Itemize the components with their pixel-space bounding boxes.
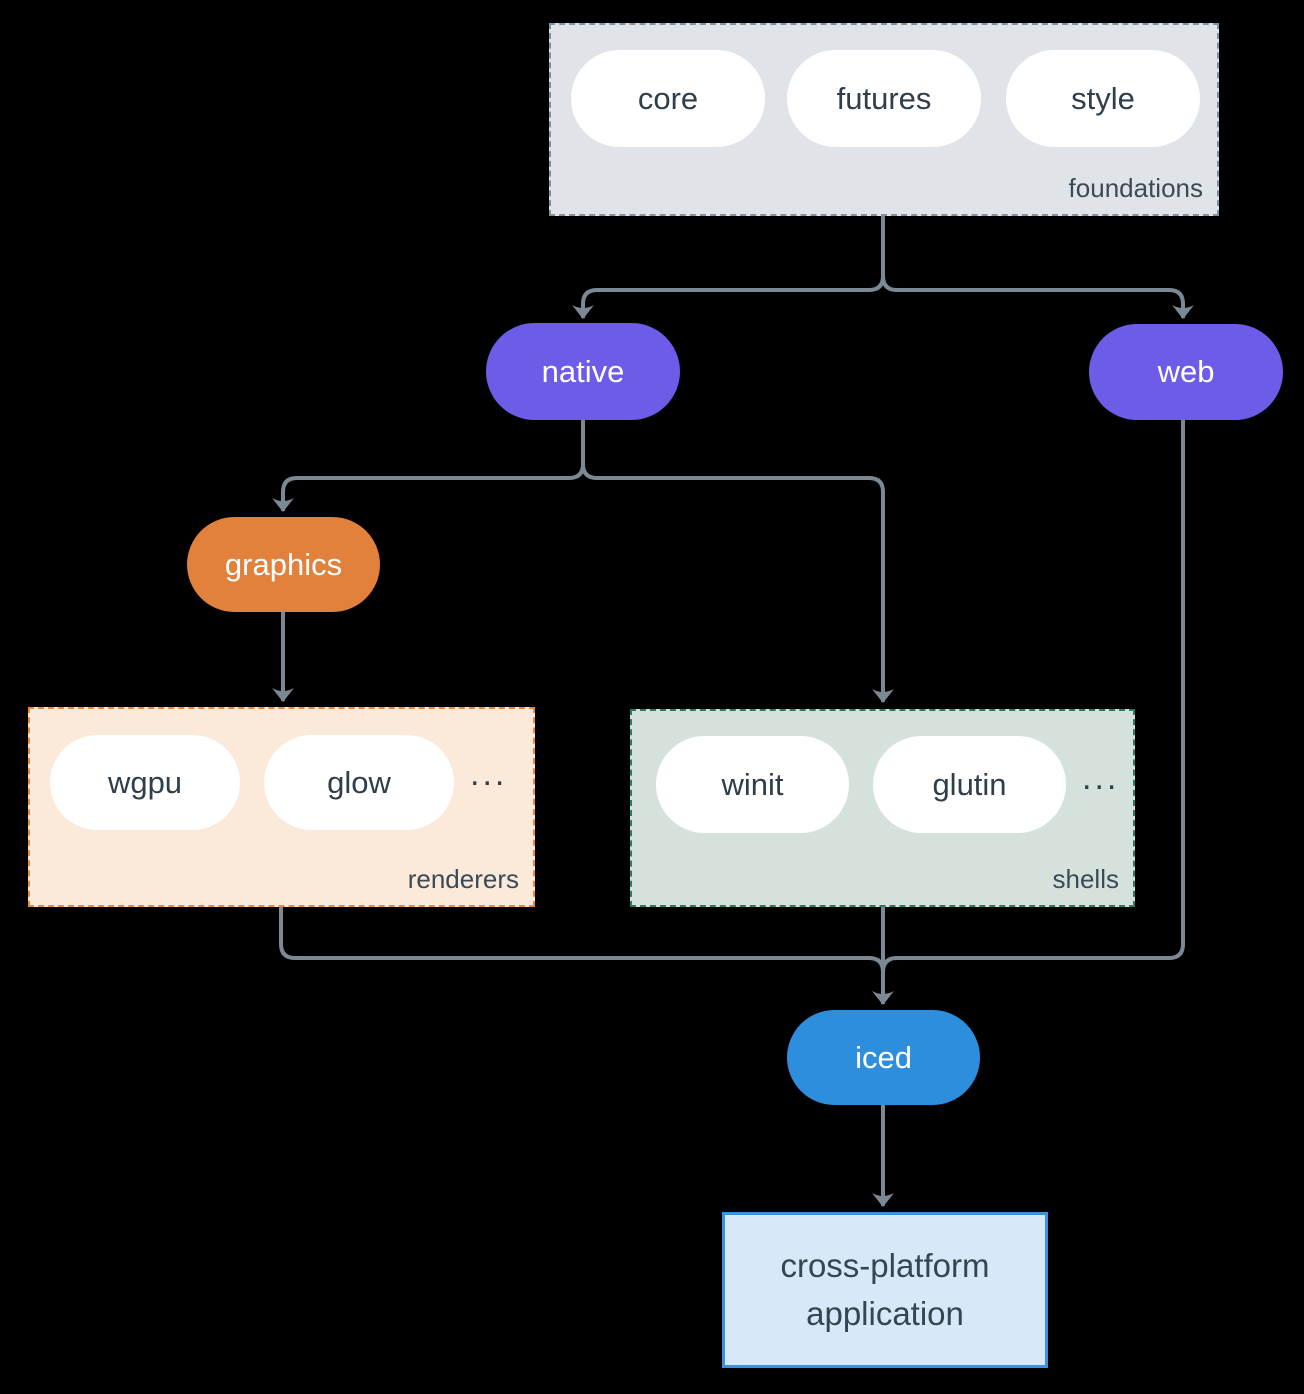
group-renderers-label: renderers — [407, 864, 519, 894]
node-web-pill: web — [1089, 324, 1283, 420]
group-foundations: core futures style foundations — [549, 23, 1219, 216]
node-winit-label: winit — [721, 766, 784, 802]
node-glow-label: glow — [327, 764, 391, 800]
edge-renderers-merge — [279, 907, 885, 973]
group-renderers: wgpu glow ... renderers — [28, 707, 535, 907]
node-wgpu-label: wgpu — [107, 764, 183, 800]
node-style-pill: style — [1006, 50, 1200, 147]
group-shells-label: shells — [1052, 864, 1119, 894]
node-glutin-label: glutin — [932, 766, 1007, 802]
node-iced-label: iced — [855, 1039, 912, 1075]
node-futures-label: futures — [836, 80, 932, 116]
node-glutin-pill: glutin — [873, 736, 1066, 833]
node-futures-pill: futures — [787, 50, 981, 147]
node-application-box: cross-platform application — [722, 1212, 1048, 1368]
node-native-label: native — [541, 353, 625, 389]
renderers-ellipsis: ... — [470, 755, 508, 793]
shells-ellipsis: ... — [1082, 759, 1120, 797]
edge-foundations-native — [572, 216, 885, 319]
node-iced-pill: iced — [787, 1010, 980, 1105]
node-core-label: core — [637, 80, 699, 116]
node-glow-pill: glow — [264, 735, 454, 830]
node-core-pill: core — [571, 50, 765, 147]
group-foundations-label: foundations — [1068, 173, 1203, 203]
node-style-label: style — [1071, 80, 1135, 116]
node-winit-pill: winit — [656, 736, 849, 833]
edge-native-graphics — [272, 420, 585, 512]
node-web-label: web — [1157, 354, 1215, 389]
node-wgpu-pill: wgpu — [50, 735, 240, 830]
node-application-label: cross-platform application — [780, 1247, 990, 1332]
node-graphics-pill: graphics — [187, 517, 380, 612]
group-shells: winit glutin ... shells — [630, 709, 1135, 907]
edge-native-shells — [581, 420, 894, 703]
node-graphics-label: graphics — [224, 546, 343, 582]
node-native-pill: native — [486, 323, 680, 420]
edge-foundations-web — [881, 216, 1194, 319]
